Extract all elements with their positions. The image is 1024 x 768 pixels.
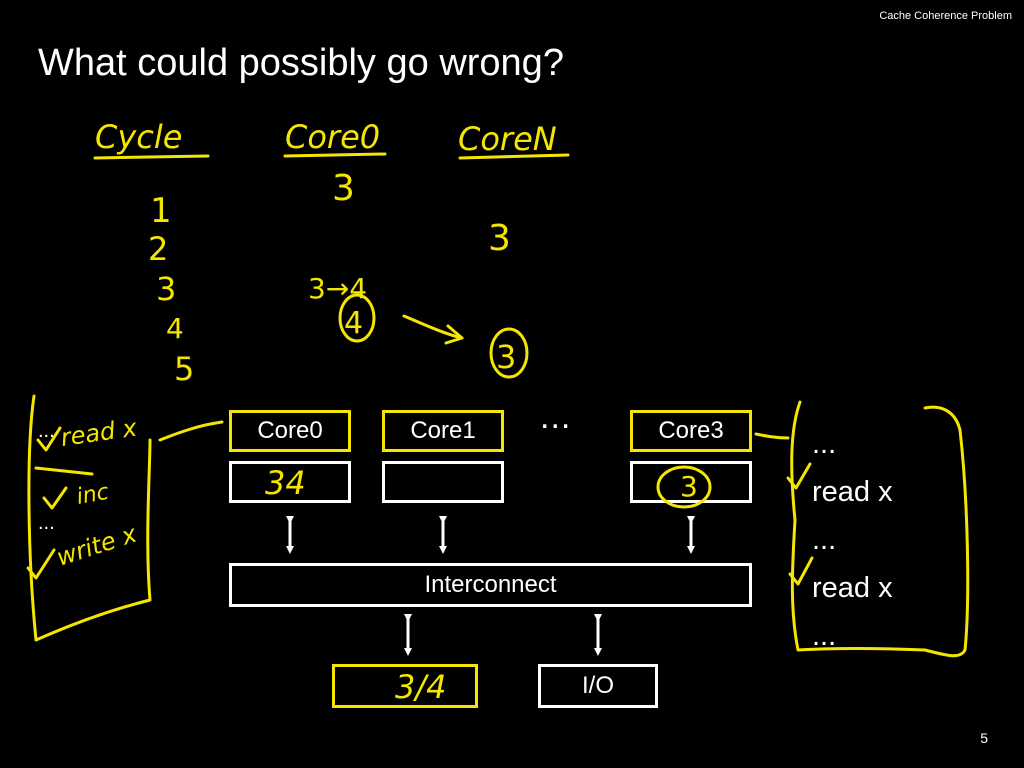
code-line: read x xyxy=(812,476,893,508)
hw-core0-circle xyxy=(338,293,376,343)
hw-strikethrough xyxy=(34,466,94,476)
hw-coren-underline xyxy=(458,153,570,160)
hw-arrowhead xyxy=(444,324,464,345)
cores-ellipsis: ... xyxy=(540,398,572,436)
core0-box: Core0 xyxy=(229,410,351,452)
core1-box: Core1 xyxy=(382,410,504,452)
hw-left-connector xyxy=(158,420,224,442)
hw-cycle-header: Cycle xyxy=(95,118,182,156)
core0-cache xyxy=(229,461,351,503)
hw-left-write: write x xyxy=(53,519,141,571)
hw-cycle-underline xyxy=(93,154,210,160)
hw-left-bracket xyxy=(27,394,152,642)
core0-program-line: ... xyxy=(38,512,55,534)
hw-core3-cache-value: 3 xyxy=(680,470,698,503)
hw-cycle-3: 3 xyxy=(156,270,176,308)
memory-box xyxy=(332,664,478,708)
io-box: I/O xyxy=(538,664,658,708)
hw-check-1 xyxy=(36,426,62,452)
core3-program: ... read x ... read x ... xyxy=(812,420,893,660)
hw-check-3 xyxy=(26,548,56,580)
handwriting: Cycle Core0 CoreN 1 2 3 4 5 3 3→4 4 3 3 xyxy=(26,118,970,706)
hw-left-notes: read x inc write x xyxy=(53,413,141,571)
hw-core0-v1: 3 xyxy=(332,168,355,209)
hw-cycle-4: 4 xyxy=(166,312,184,345)
hw-coren-v2: 3 xyxy=(496,338,516,376)
code-line: ... xyxy=(812,524,837,556)
hw-coren-circle xyxy=(489,327,529,379)
hw-check-2 xyxy=(42,486,68,510)
hw-cycle-5: 5 xyxy=(174,350,194,388)
hw-core0-v2: 3→4 xyxy=(308,272,367,305)
slide-number: 5 xyxy=(980,730,988,746)
code-line: ... xyxy=(812,428,837,460)
hw-arrow xyxy=(402,314,464,340)
section-header: Cache Coherence Problem xyxy=(879,10,1012,22)
hw-core0-cache-value: 34 xyxy=(265,464,306,502)
hw-cycle-2: 2 xyxy=(148,230,168,268)
core3-cache xyxy=(630,461,752,503)
hw-coren-v1: 3 xyxy=(488,218,511,259)
core3-box: Core3 xyxy=(630,410,752,452)
hw-check-right-1 xyxy=(786,462,812,490)
hw-core0-v3: 4 xyxy=(344,306,363,341)
core0-program-line: ... xyxy=(38,420,55,442)
hw-left-read: read x xyxy=(59,413,139,451)
hw-cycle-1: 1 xyxy=(150,191,172,231)
hw-check-right-2 xyxy=(788,556,814,586)
hw-core0-underline xyxy=(283,152,387,158)
hw-memory-value: 3/4 xyxy=(395,668,447,706)
hw-right-bracket xyxy=(790,400,970,658)
code-line: ... xyxy=(812,620,837,652)
bus-arrows xyxy=(286,516,695,656)
hw-core3-cache-circle xyxy=(656,465,712,509)
hw-coren-header: CoreN xyxy=(458,120,557,158)
hw-core0-header: Core0 xyxy=(285,118,380,156)
interconnect-bus: Interconnect xyxy=(229,563,752,607)
core1-cache xyxy=(382,461,504,503)
slide-title: What could possibly go wrong? xyxy=(38,42,564,84)
code-line: read x xyxy=(812,572,893,604)
hw-right-connector xyxy=(754,432,790,440)
hw-left-inc: inc xyxy=(75,480,111,510)
